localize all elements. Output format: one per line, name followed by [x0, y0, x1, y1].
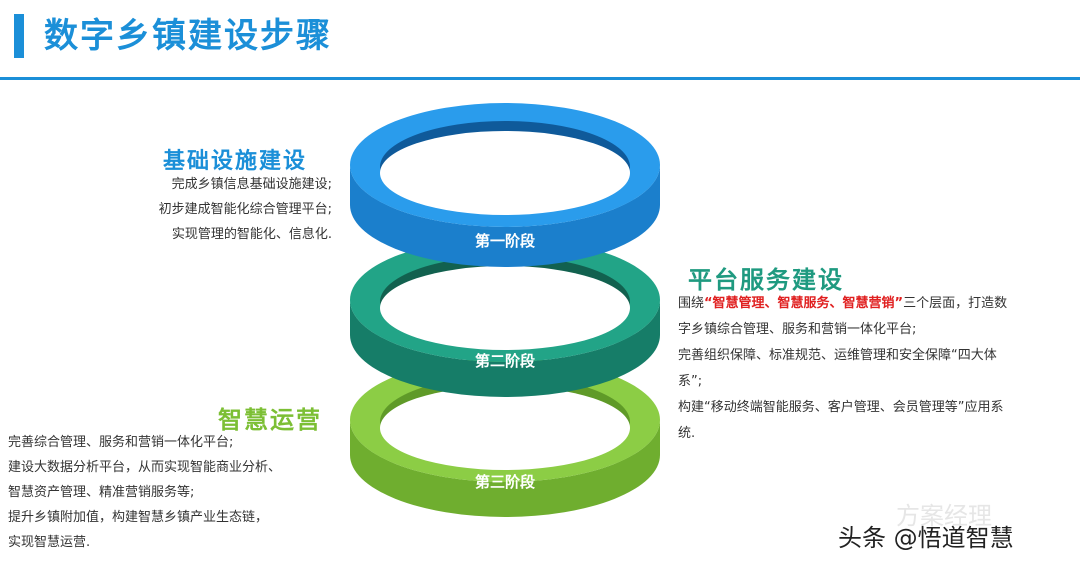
watermark-text: 头条 @悟道智慧 [838, 524, 1014, 552]
watermark-faint: 方案经理 [896, 502, 992, 530]
operation-line: 建设大数据分析平台，从而实现智能商业分析、 [8, 460, 282, 475]
infrastructure-line: 实现管理的智能化、信息化. [171, 227, 332, 242]
platform-line-prefix: 围绕 [678, 296, 705, 311]
infrastructure-title: 基础设施建设 [163, 149, 308, 174]
infrastructure-line: 完成乡镇信息基础设施建设; [171, 177, 332, 192]
stage-3-ring: 第三阶段 [350, 358, 660, 517]
stage-2-ring: 第二阶段 [350, 238, 660, 397]
platform-line: 完善组织保障、标准规范、运维管理和安全保障“四大体 [678, 348, 997, 363]
infrastructure-line: 初步建成智能化综合管理平台; [158, 202, 332, 217]
platform-line: 构建“移动终端智能服务、客户管理、会员管理等”应用系 [678, 400, 1004, 415]
stage-3-label: 第三阶段 [475, 473, 535, 491]
page-title: 数字乡镇建设步骤 [44, 16, 332, 56]
operation-line: 完善综合管理、服务和营销一体化平台; [8, 435, 234, 450]
stage-2-label: 第二阶段 [475, 352, 535, 370]
title-divider [0, 77, 1080, 80]
operation-line: 智慧资产管理、精准营销服务等; [8, 485, 195, 500]
platform-lines: 围绕“智慧管理、智慧服务、智慧营销”三个层面，打造数 字乡镇综合管理、服务和营销… [678, 291, 1007, 447]
stage-1-label: 第一阶段 [475, 232, 535, 250]
platform-line: 系”; [678, 374, 703, 389]
operation-line: 实现智慧运营. [8, 535, 91, 550]
infrastructure-lines: 完成乡镇信息基础设施建设; 初步建成智能化综合管理平台; 实现管理的智能化、信息… [159, 172, 332, 247]
platform-highlight: “智慧管理、智慧服务、智慧营销” [704, 296, 904, 311]
platform-line-suffix: 三个层面，打造数 [903, 296, 1008, 311]
title-accent-bar [14, 14, 24, 58]
operation-lines: 完善综合管理、服务和营销一体化平台; 建设大数据分析平台，从而实现智能商业分析、… [8, 430, 281, 555]
platform-line-1: 围绕“智慧管理、智慧服务、智慧营销”三个层面，打造数 [678, 291, 1007, 317]
platform-line: 统. [678, 426, 696, 441]
platform-line: 字乡镇综合管理、服务和营销一体化平台; [678, 322, 917, 337]
stage-1-ring: 第一阶段 [350, 103, 660, 267]
platform-title: 平台服务建设 [688, 266, 844, 294]
operation-line: 提升乡镇附加值，构建智慧乡镇产业生态链， [8, 510, 269, 525]
operation-title: 智慧运营 [218, 406, 322, 434]
